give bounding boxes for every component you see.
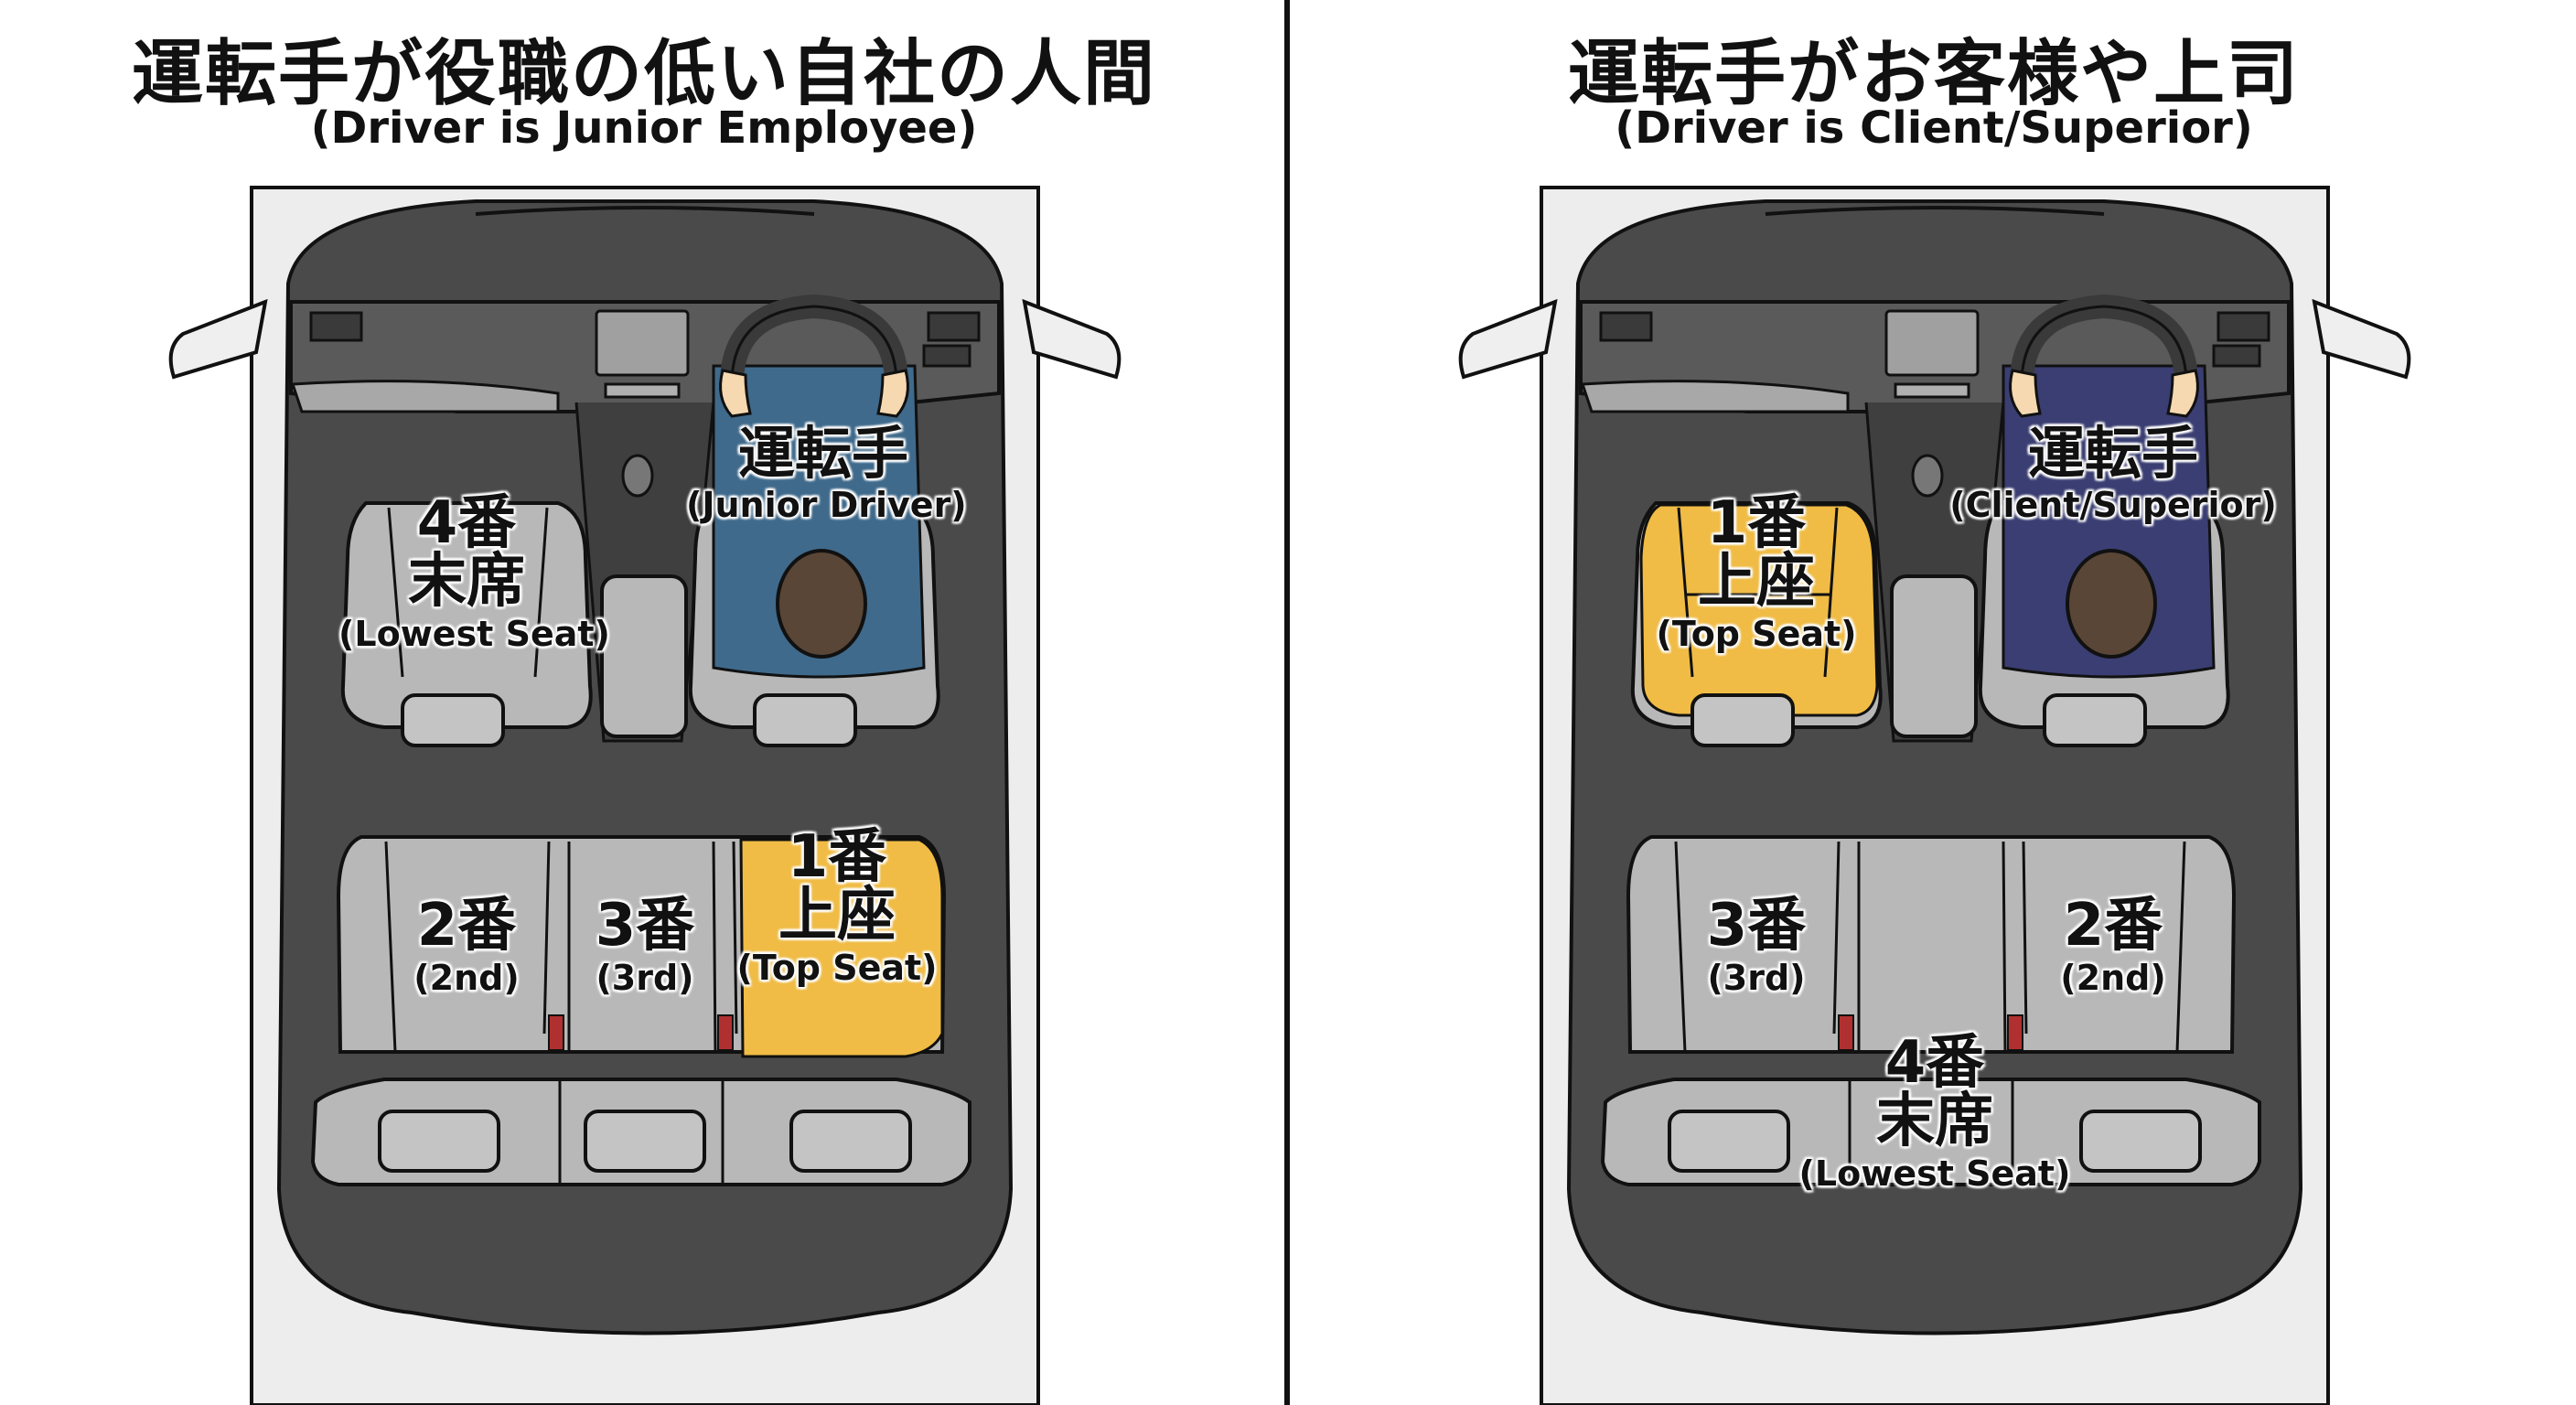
right-mirror-icon: [1022, 298, 1122, 380]
panel-junior-driver: 運転手が役職の低い自社の人間 (Driver is Junior Employe…: [131, 33, 1156, 1405]
label-rear-left-seat: 2番 (2nd): [413, 892, 520, 998]
label-front-passenger-seat: 4番 末席 (Lowest Seat): [338, 489, 610, 654]
panel-divider: [1284, 0, 1290, 1405]
label-front-passenger-seat: 1番 上座 (Top Seat): [1656, 489, 1857, 654]
title-jp: 運転手が役職の低い自社の人間: [131, 33, 1156, 115]
title-en: (Driver is Junior Employee): [310, 102, 978, 154]
label-rear-center-seat: 4番 末席 (Lowest Seat): [1798, 1029, 2071, 1194]
left-hand-icon: [2009, 369, 2042, 418]
rear-right-top-seat-highlight: [739, 838, 944, 1058]
car-top-view-illustration: [1458, 186, 2411, 1405]
superior-driver-torso: [2002, 364, 2216, 679]
panel-superior-driver: 運転手がお客様や上司 (Driver is Client/Superior): [1290, 0, 2576, 1405]
label-rear-left-seat: 3番 (3rd): [1706, 892, 1807, 998]
rear-bench-seat: [1626, 835, 2237, 1054]
left-mirror-icon: [168, 298, 268, 380]
driver-head-icon: [776, 549, 867, 659]
label-driver: 運転手 (Client/Superior): [1949, 420, 2277, 525]
label-rear-right-seat: 1番 上座 (Top Seat): [736, 823, 938, 988]
driver-head-icon: [2066, 549, 2157, 659]
car-top-view-illustration: [168, 186, 1122, 1405]
label-rear-right-seat: 2番 (2nd): [2060, 892, 2166, 998]
right-hand-icon: [876, 369, 909, 418]
title-jp: 運転手がお客様や上司: [1567, 33, 2300, 115]
junior-driver-torso: [712, 364, 926, 679]
front-passenger-seat: [340, 501, 593, 729]
front-passenger-top-seat-highlight: [1639, 503, 1879, 717]
right-hand-icon: [2166, 369, 2199, 418]
right-mirror-icon: [2312, 298, 2411, 380]
left-mirror-icon: [1458, 298, 1558, 380]
title-en: (Driver is Client/Superior): [1615, 102, 2253, 154]
left-hand-icon: [719, 369, 752, 418]
label-rear-center-seat: 3番 (3rd): [595, 892, 695, 998]
label-driver: 運転手 (Junior Driver): [686, 420, 967, 525]
